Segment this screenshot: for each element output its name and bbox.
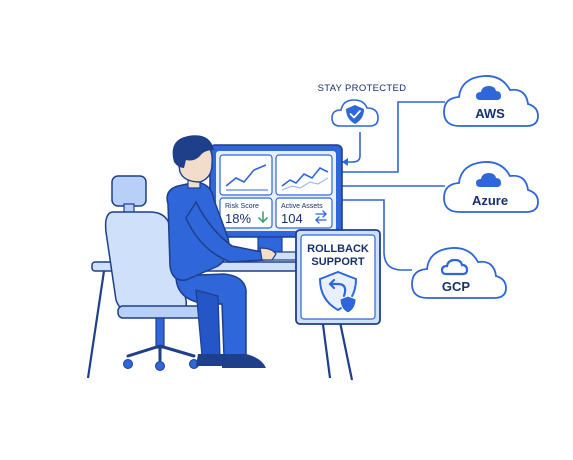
cloud-gcp-label: GCP xyxy=(442,279,471,294)
cloud-icon xyxy=(476,173,501,187)
cloud-aws: AWS xyxy=(443,75,539,127)
cloud-icon xyxy=(476,86,501,100)
cloud-aws-label: AWS xyxy=(475,106,505,121)
person xyxy=(166,135,277,368)
arrow-head xyxy=(342,158,348,166)
cloud-icon xyxy=(440,258,469,276)
rollback-shield-icon xyxy=(318,270,358,314)
stay-protected-label: STAY PROTECTED xyxy=(318,83,407,94)
shield-check-icon xyxy=(331,99,379,127)
active-assets-label: Active Assets xyxy=(281,203,323,210)
cloud-azure-label: Azure xyxy=(472,193,508,208)
swap-arrows-icon xyxy=(315,210,327,224)
risk-score-label: Risk Score xyxy=(225,203,259,210)
rollback-title-line2: SUPPORT xyxy=(311,256,364,268)
office-chair xyxy=(104,175,209,371)
active-assets-value: 104 xyxy=(281,211,303,226)
connector-gcp xyxy=(340,199,412,271)
connector-lines xyxy=(340,101,445,271)
trend-down-icon xyxy=(258,211,268,224)
risk-score-value: 18% xyxy=(225,211,251,226)
rollback-title-line1: ROLLBACK xyxy=(307,243,369,255)
line-chart xyxy=(281,166,329,187)
cloud-azure: Azure xyxy=(443,161,539,213)
connector-aws xyxy=(340,101,445,173)
cloud-gcp: GCP xyxy=(411,247,507,299)
risk-score-panel xyxy=(219,197,273,229)
rollback-sign: ROLLBACK SUPPORT xyxy=(295,229,381,381)
connector-protected xyxy=(348,132,361,163)
chart-panel-left xyxy=(219,154,273,196)
line-chart xyxy=(225,164,267,187)
